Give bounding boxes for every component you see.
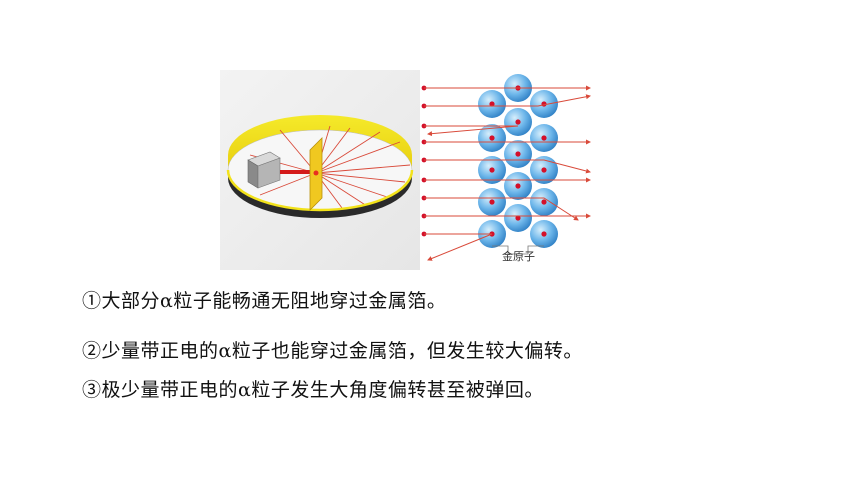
- lattice-bracket: [492, 245, 544, 255]
- observation-1: ①大部分α粒子能畅通无阻地穿过金属箔。: [82, 290, 447, 312]
- gold-atom-lattice-illustration: [418, 68, 598, 268]
- impact-point: [313, 170, 319, 176]
- observation-2: ②少量带正电的α粒子也能穿过金属箔，但发生较大偏转。: [82, 340, 583, 362]
- alpha-source-box: [247, 151, 281, 189]
- observation-3: ③极少量带正电的α粒子发生大角度偏转甚至被弹回。: [82, 379, 544, 401]
- apparatus-svg: [220, 70, 420, 270]
- scattering-apparatus-illustration: [220, 70, 420, 270]
- screen-ring-edge: [226, 169, 414, 212]
- screen-ring-back: [228, 115, 412, 170]
- alpha-trajectories: [424, 85, 591, 261]
- gold-nuclei: [489, 85, 547, 237]
- alpha-beam: [280, 170, 314, 174]
- lattice-svg: [421, 74, 591, 261]
- alpha-particles: [421, 85, 427, 237]
- gold-atom-label: 金原子: [502, 250, 535, 263]
